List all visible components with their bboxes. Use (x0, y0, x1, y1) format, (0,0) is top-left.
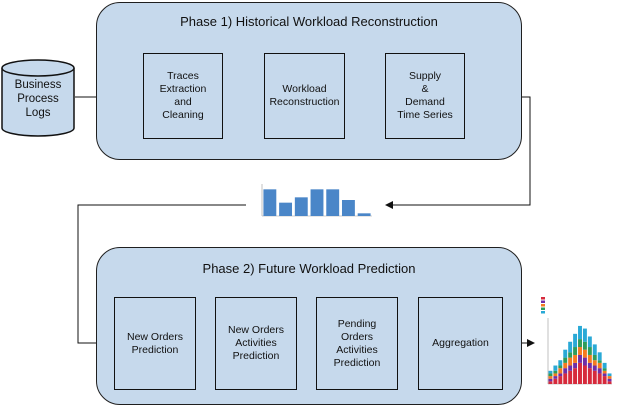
stack-segment (592, 354, 597, 361)
stack-segment (592, 370, 597, 384)
legend-swatch (541, 300, 545, 303)
bar (279, 202, 293, 216)
stack-segment (587, 347, 592, 355)
stack-segment (607, 376, 612, 379)
stack-segment (573, 362, 578, 369)
stack-segment (573, 354, 578, 363)
arrow-chart-to-phase2 (77, 204, 246, 347)
workload-reconstruction-box: Workload Reconstruction (264, 53, 345, 139)
stack-segment (563, 362, 568, 369)
stack-segment (592, 360, 597, 366)
stack-segment (573, 333, 578, 348)
stack-segment (558, 365, 563, 369)
stack-segment (602, 376, 607, 384)
stack-segment (553, 378, 558, 384)
stack-segment (597, 368, 602, 374)
phase1-title: Phase 1) Historical Workload Reconstruct… (180, 14, 438, 29)
stack-segment (548, 381, 553, 384)
stack-segment (582, 349, 587, 358)
stack-segment (587, 354, 592, 363)
stack-segment (592, 365, 597, 371)
database-icon (1, 59, 75, 137)
stack-segment (582, 357, 587, 366)
bar (357, 213, 371, 216)
stack-segment (563, 349, 568, 358)
bar (263, 189, 277, 216)
stack-segment (558, 360, 563, 366)
stack-segment (578, 347, 582, 355)
stack-segment (578, 362, 582, 384)
stack-segment (553, 370, 558, 374)
stack-segment (553, 365, 558, 371)
legend-swatch (541, 311, 545, 314)
aggregation-box: Aggregation (418, 297, 503, 390)
bar (294, 197, 308, 216)
stack-segment (597, 352, 602, 361)
bar (341, 200, 355, 216)
stack-segment (553, 376, 558, 379)
stack-segment (607, 373, 612, 377)
legend-swatch (541, 297, 545, 300)
stack-segment (597, 360, 602, 363)
stack-segment (568, 370, 573, 384)
stack-segment (602, 370, 607, 374)
stack-segment (582, 341, 587, 350)
legend-swatch (541, 304, 545, 307)
stack-segment (563, 368, 568, 374)
stack-segment (607, 378, 612, 382)
stack-segment (587, 336, 592, 348)
stack-segment (548, 378, 553, 382)
stack-segment (568, 352, 573, 358)
traces-extraction-box: Traces Extraction and Cleaning (143, 53, 223, 139)
stack-segment (582, 328, 587, 342)
bar (310, 189, 324, 216)
stack-segment (568, 365, 573, 371)
stack-segment (587, 368, 592, 384)
stack-segment (578, 339, 582, 348)
stack-segment (587, 362, 592, 369)
pending-orders-activities-prediction-box: Pending Orders Activities Prediction (316, 297, 398, 390)
stack-segment (548, 373, 553, 377)
supply-demand-time-series-box: Supply & Demand Time Series (385, 53, 465, 139)
forecast-stacked-chart (541, 297, 612, 385)
stack-segment (602, 362, 607, 369)
bar (326, 189, 340, 216)
stack-segment (553, 373, 558, 377)
stack-segment (568, 341, 573, 353)
new-orders-activities-prediction-box: New Orders Activities Prediction (215, 297, 297, 390)
stack-segment (578, 354, 582, 363)
stack-segment (597, 362, 602, 369)
stack-segment (548, 370, 553, 374)
stack-segment (573, 347, 578, 355)
historical-bar-chart (261, 184, 372, 217)
stack-segment (568, 357, 573, 366)
stack-segment (602, 368, 607, 371)
stack-segment (563, 373, 568, 384)
stack-segment (582, 365, 587, 384)
stack-segment (592, 344, 597, 355)
phase2-title: Phase 2) Future Workload Prediction (202, 261, 416, 276)
stack-segment (597, 373, 602, 384)
stack-segment (602, 373, 607, 377)
legend-swatch (541, 307, 545, 310)
stack-segment (578, 325, 582, 340)
business-process-logs-label: Business Process Logs (14, 79, 62, 119)
stack-segment (548, 376, 553, 379)
stack-segment (607, 381, 612, 384)
stack-segment (558, 373, 563, 377)
stack-segment (573, 368, 578, 384)
new-orders-prediction-box: New Orders Prediction (114, 297, 196, 390)
stack-segment (563, 357, 568, 363)
stack-segment (558, 376, 563, 384)
stack-segment (558, 368, 563, 374)
